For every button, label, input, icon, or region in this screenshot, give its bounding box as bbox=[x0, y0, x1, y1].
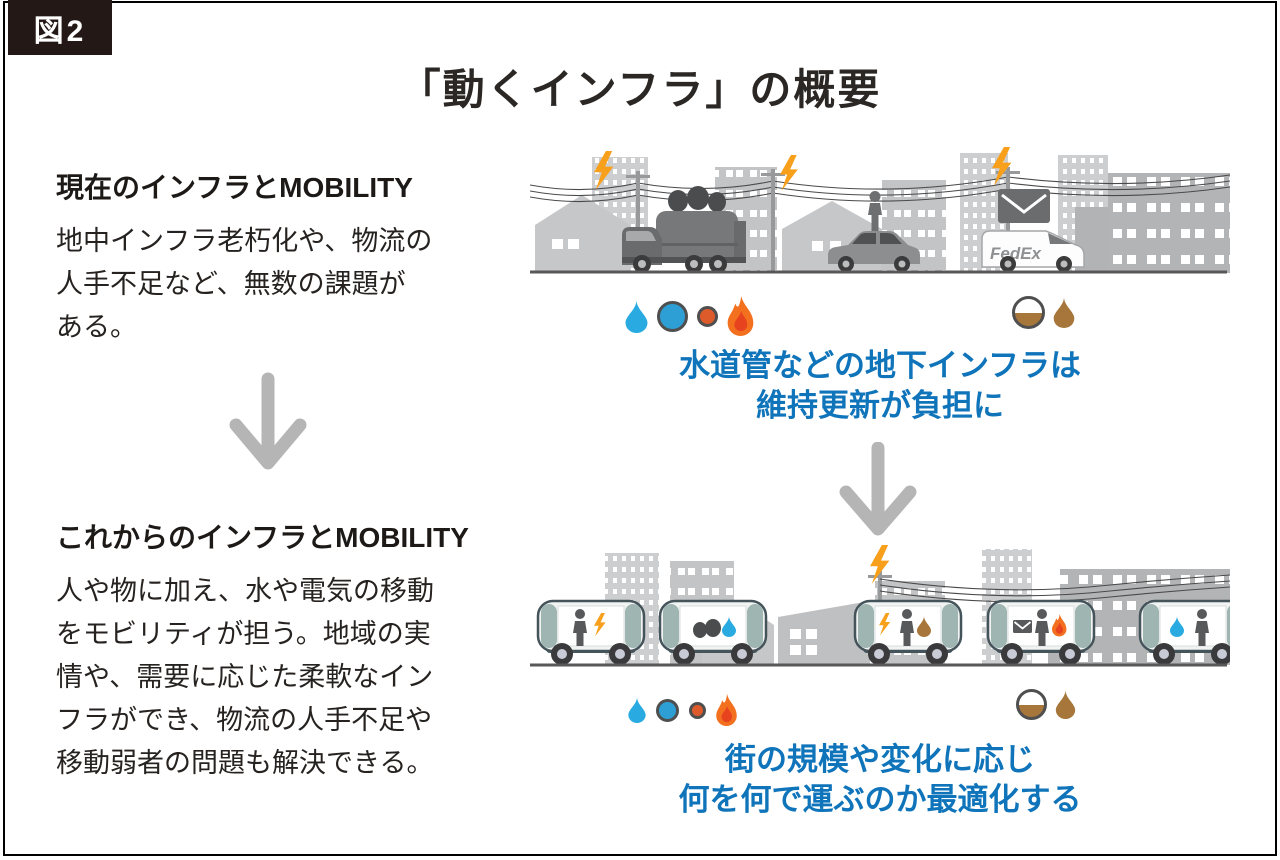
mobility-pod-person-electric bbox=[536, 599, 646, 665]
future-infra-heading: これからのインフラとMOBILITY bbox=[56, 522, 469, 553]
down-arrow-icon bbox=[839, 442, 917, 536]
future-city-illustration bbox=[530, 545, 1230, 667]
current-infra-block: 現在のインフラとMOBILITY 地中インフラ老朽化や、物流の 人手不足など、無… bbox=[56, 166, 526, 349]
mobility-pod-garbage-water bbox=[658, 599, 768, 665]
water-droplet-icon bbox=[628, 697, 646, 723]
lightning-bolt-icon bbox=[870, 545, 890, 584]
flame-icon bbox=[727, 296, 754, 336]
mobility-pod-water-person bbox=[1138, 599, 1230, 665]
sewage-droplet-icon bbox=[1053, 297, 1075, 328]
mail-envelope-icon bbox=[1013, 620, 1032, 633]
flame-icon bbox=[716, 694, 737, 726]
figure-border bbox=[3, 1, 1277, 856]
future-infra-body: 人や物に加え、水や電気の移動 をモビリティが担う。地域の実 情や、需要に応じた柔… bbox=[56, 576, 434, 778]
current-infra-heading: 現在のインフラとMOBILITY bbox=[56, 172, 413, 203]
mobility-pod-electric-person-sewage bbox=[853, 599, 963, 665]
current-infra-body: 地中インフラ老朽化や、物流の 人手不足など、無数の課題が ある。 bbox=[56, 226, 433, 342]
car-with-person bbox=[828, 191, 920, 272]
power-lines bbox=[879, 574, 1230, 603]
current-city-illustration: FedEx bbox=[530, 147, 1230, 274]
power-lines bbox=[530, 174, 1230, 203]
sewage-pipe-icon bbox=[1016, 689, 1047, 720]
water-pipe-icon bbox=[657, 300, 688, 332]
water-droplet-icon bbox=[625, 299, 648, 333]
sewage-droplet-icon bbox=[1055, 690, 1076, 719]
future-infra-block: これからのインフラとMOBILITY 人や物に加え、水や電気の移動 をモビリティ… bbox=[56, 516, 526, 785]
delivery-van: FedEx bbox=[981, 189, 1085, 272]
down-arrow-icon bbox=[229, 372, 307, 470]
current-underground-utility-icons bbox=[625, 296, 754, 336]
mobility-pod-mail-person-gas bbox=[986, 599, 1096, 665]
gas-valve-icon bbox=[689, 701, 706, 719]
sewage-pipe-icon bbox=[1012, 296, 1045, 329]
fedex-logo: FedEx bbox=[990, 244, 1043, 263]
figure-number-badge: 図2 bbox=[8, 0, 112, 55]
future-sewage-icons bbox=[1016, 689, 1076, 720]
gas-valve-icon bbox=[697, 305, 718, 327]
current-sewage-icons bbox=[1012, 296, 1075, 329]
garbage-truck bbox=[622, 186, 746, 273]
future-underground-utility-icons bbox=[628, 694, 737, 726]
lightning-bolt-icon bbox=[594, 147, 1012, 191]
mail-envelope-icon bbox=[998, 189, 1050, 223]
current-scene-caption: 水道管などの地下インフラは 維持更新が負担に bbox=[678, 348, 1082, 423]
water-pipe-icon bbox=[656, 698, 679, 722]
page-title: 「動くインフラ」の概要 bbox=[398, 66, 882, 113]
future-scene-caption: 街の規模や変化に応じ 何を何で運ぶのか最適化する bbox=[678, 742, 1082, 817]
